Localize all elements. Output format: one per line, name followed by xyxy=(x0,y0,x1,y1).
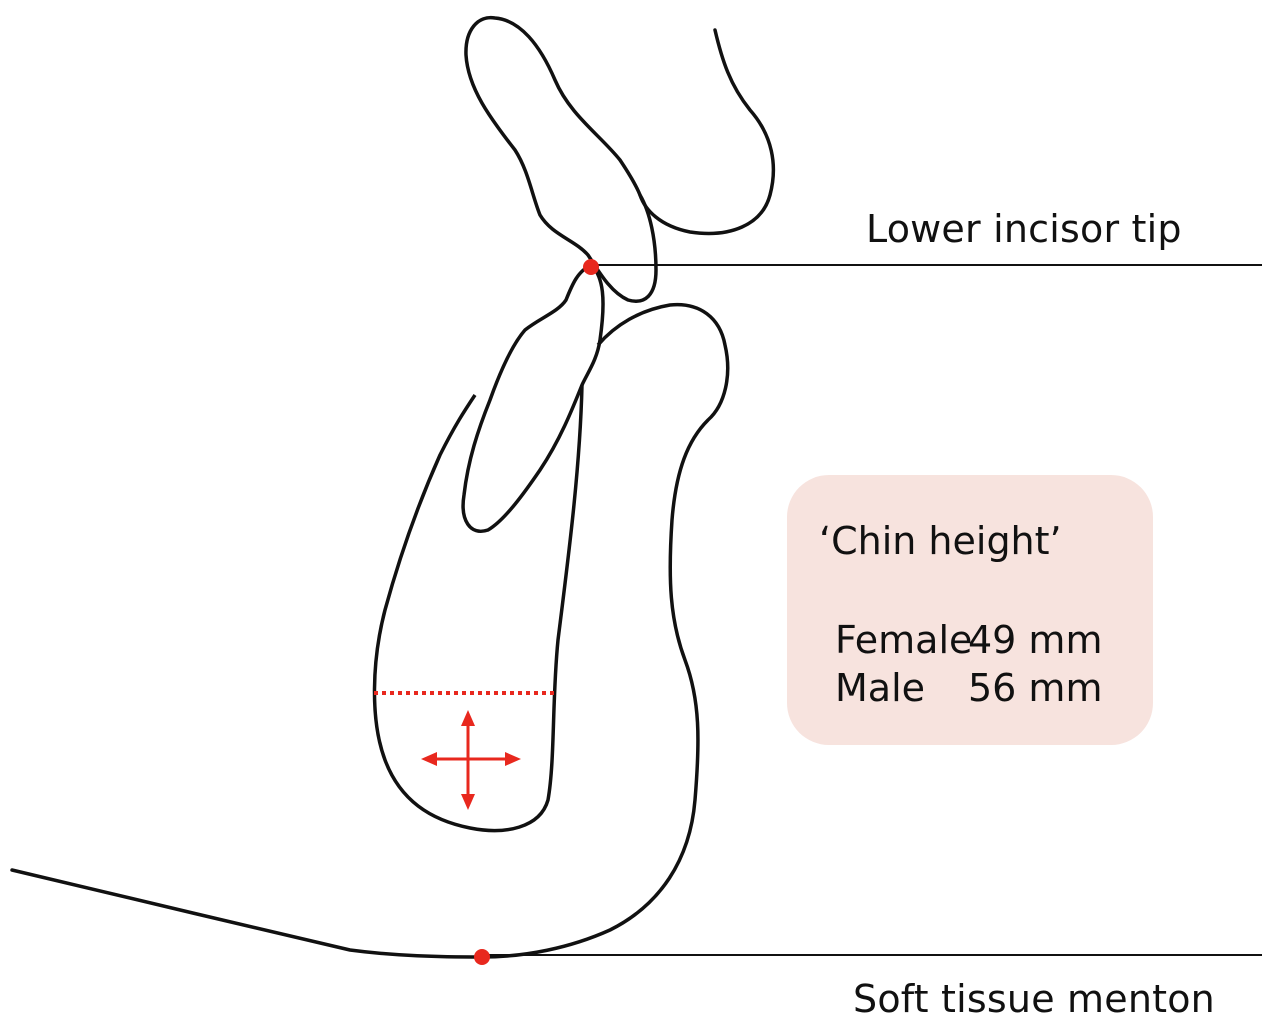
soft-tissue-menton-point xyxy=(474,949,490,965)
male-label: Male xyxy=(835,666,925,710)
male-row: Male 56 mm xyxy=(835,666,925,710)
four-way-arrow-icon xyxy=(421,710,521,810)
soft-tissue-menton-label: Soft tissue menton xyxy=(853,980,1215,1018)
lower-incisor-tip-point xyxy=(583,259,599,275)
female-value: 49 mm xyxy=(968,618,1102,662)
female-row: Female 49 mm xyxy=(835,618,972,662)
female-label: Female xyxy=(835,618,972,662)
soft-tissue-chin-outline xyxy=(482,305,728,957)
submental-soft-tissue-outline xyxy=(12,870,482,957)
upper-incisor-outline xyxy=(466,18,656,302)
chin-height-title: ‘Chin height’ xyxy=(819,519,1062,563)
upper-lip-outline xyxy=(640,30,773,233)
lower-incisor-tip-label: Lower incisor tip xyxy=(866,210,1182,248)
chin-height-box: ‘Chin height’ Female 49 mm Male 56 mm xyxy=(787,475,1153,745)
male-value: 56 mm xyxy=(968,666,1102,710)
